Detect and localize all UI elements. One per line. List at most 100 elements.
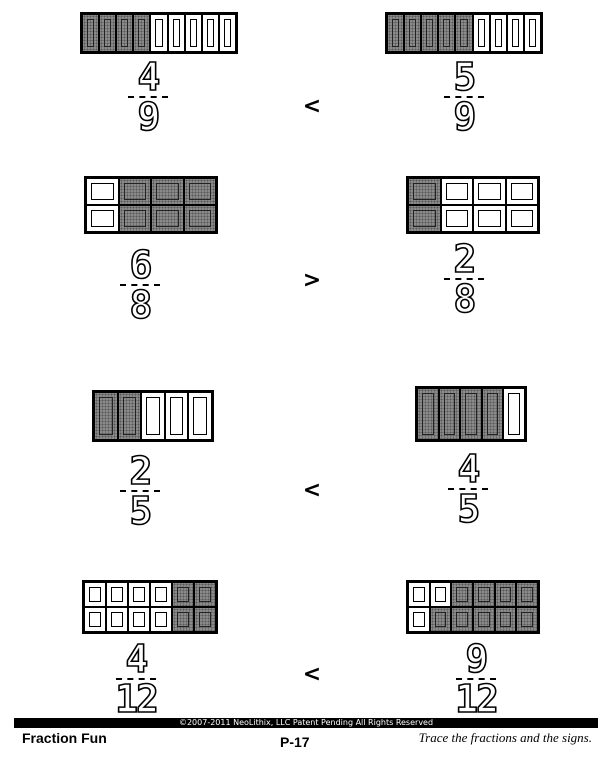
fraction-cell-inner [177, 612, 189, 627]
fraction-cell [438, 14, 456, 52]
fraction-cell-inner [155, 19, 163, 47]
fraction-cell [150, 582, 172, 607]
fraction-cell [440, 178, 473, 205]
fraction-cell-inner [528, 19, 536, 47]
fraction-cell [408, 178, 441, 205]
denominator: 8 [129, 283, 153, 327]
fraction-cell-inner [511, 19, 519, 47]
numerator: 2 [453, 237, 477, 281]
fraction-cell-inner [510, 183, 533, 200]
fraction-cell-inner [413, 210, 436, 227]
fraction-cell-inner [155, 587, 167, 602]
fraction-cell [164, 392, 189, 440]
fraction-cell [472, 14, 490, 52]
fraction-cell-inner [169, 397, 184, 435]
fraction-line [120, 284, 160, 286]
denominator: 9 [453, 95, 477, 139]
fraction-cell-inner [422, 393, 434, 435]
worksheet-title: Fraction Fun [22, 730, 107, 746]
fraction-cell-inner [177, 587, 189, 602]
fraction-cell [84, 582, 106, 607]
fraction-line [444, 278, 484, 280]
fraction-left-2: 6 8 [100, 243, 180, 327]
fraction-cell-inner [521, 587, 533, 602]
fraction-cell-inner [413, 612, 425, 627]
fraction-cell-inner [434, 612, 447, 627]
comparison-sign-4: < [302, 662, 322, 687]
fraction-cell-inner [189, 19, 197, 47]
fraction-cell [141, 392, 165, 440]
fraction-bar-right-3 [415, 386, 527, 442]
denominator: 12 [114, 677, 159, 721]
fraction-cell [429, 607, 452, 632]
fraction-cell-inner [426, 19, 434, 47]
fraction-cell-inner [477, 19, 485, 47]
fraction-cell [408, 205, 441, 232]
fraction-cell [429, 582, 452, 607]
fraction-cell [516, 607, 538, 632]
comparison-sign-3: < [302, 478, 322, 503]
fraction-cell [151, 205, 184, 232]
fraction-cell [451, 607, 473, 632]
numerator: 4 [457, 447, 481, 491]
fraction-cell [472, 582, 495, 607]
fraction-cell [183, 178, 216, 205]
numerator: 2 [129, 449, 153, 493]
fraction-cell [188, 392, 212, 440]
fraction-cell-inner [123, 183, 146, 200]
comparison-sign-2: > [302, 268, 322, 293]
fraction-cell [460, 388, 482, 440]
numerator: 6 [129, 243, 153, 287]
fraction-cell [183, 205, 216, 232]
fraction-cell-inner [199, 612, 211, 627]
page-number: P-17 [280, 734, 310, 750]
fraction-bar-right-2 [406, 176, 540, 234]
fraction-cell [94, 392, 118, 440]
fraction-cell-inner [413, 587, 425, 602]
fraction-cell-inner [494, 19, 502, 47]
fraction-cell-inner [478, 210, 501, 227]
fraction-cell-inner [508, 393, 520, 435]
fraction-line [120, 490, 160, 492]
fraction-cell [455, 14, 473, 52]
fraction-cell [128, 607, 150, 632]
fraction-cell-inner [445, 210, 468, 227]
fraction-cell-inner [89, 612, 101, 627]
fraction-cell-inner [188, 210, 211, 227]
denominator: 5 [457, 487, 481, 531]
fraction-bar-left-2 [84, 176, 218, 234]
fraction-cell-inner [443, 19, 451, 47]
fraction-cell [218, 14, 236, 52]
fraction-cell-inner [188, 183, 211, 200]
fraction-cell-inner [456, 587, 468, 602]
fraction-left-4: 4 12 [96, 637, 176, 721]
fraction-cell-inner [104, 19, 112, 47]
fraction-cell-inner [499, 612, 512, 627]
fraction-cell-inner [413, 183, 436, 200]
fraction-cell-inner [434, 587, 447, 602]
fraction-cell-inner [445, 183, 468, 200]
fraction-cell-inner [133, 587, 145, 602]
fraction-bar-left-3 [92, 390, 214, 442]
fraction-cell [86, 205, 119, 232]
fraction-cell [194, 607, 216, 632]
fraction-cell [404, 14, 422, 52]
fraction-line [128, 96, 168, 98]
fraction-cell [421, 14, 439, 52]
fraction-cell-inner [89, 587, 101, 602]
fraction-cell [128, 582, 150, 607]
fraction-cell [99, 14, 117, 52]
fraction-cell [505, 205, 538, 232]
fraction-cell-inner [478, 183, 501, 200]
instruction-text: Trace the fractions and the signs. [418, 730, 592, 745]
fraction-cell-inner [477, 612, 490, 627]
fraction-cell [150, 14, 168, 52]
fraction-cell-inner [146, 397, 160, 435]
fraction-bar-left-1 [80, 12, 238, 54]
fraction-cell-inner [121, 19, 129, 47]
numerator: 5 [453, 55, 477, 99]
fraction-cell-inner [138, 19, 146, 47]
fraction-cell [106, 582, 128, 607]
numerator: 4 [125, 637, 149, 681]
fraction-cell [481, 388, 504, 440]
